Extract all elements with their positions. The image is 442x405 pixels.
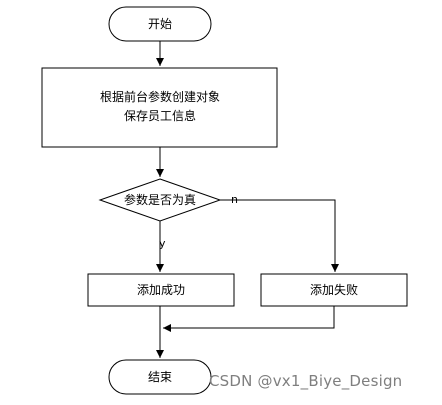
edge-no-branch [220,199,339,272]
yes-label: y [159,237,166,250]
start-node: 开始 [108,6,212,42]
success-node: 添加成功 [87,273,235,307]
watermark-text: CSDN @vx1_Biye_Design [209,372,403,390]
process-node: 根据前台参数创建对象 保存员工信息 [41,67,278,148]
process-label-line-2: 保存员工信息 [124,108,196,123]
edge-failure-to-merge [163,306,335,332]
no-label: n [231,193,238,206]
decision-node: 参数是否为真 [98,178,222,222]
end-label: 结束 [148,370,172,384]
decision-label: 参数是否为真 [124,192,196,207]
start-label: 开始 [148,17,172,31]
failure-node: 添加失败 [260,273,408,307]
success-label: 添加成功 [137,283,185,297]
end-node: 结束 [108,359,212,395]
failure-label: 添加失败 [310,282,358,297]
process-label-line-1: 根据前台参数创建对象 [100,89,220,104]
